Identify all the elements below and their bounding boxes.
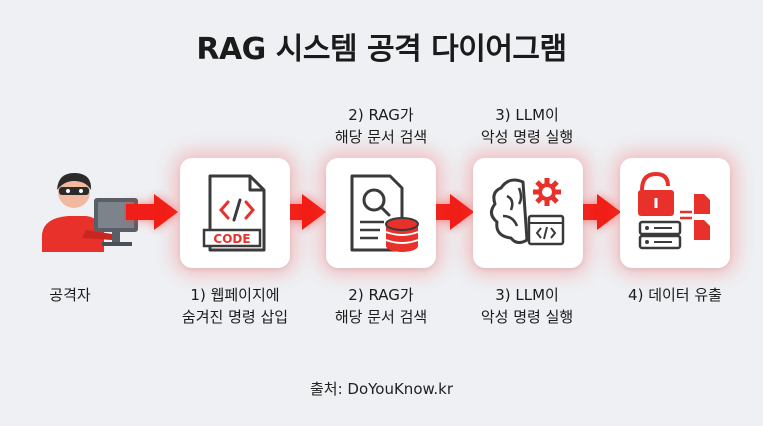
top-caption-llm-line2: 악성 명령 실행: [480, 128, 574, 146]
step-3: 3) LLM이 악성 명령 실행: [462, 284, 592, 328]
code-badge-text: CODE: [213, 232, 250, 246]
source-credit: 출처: DoYouKnow.kr: [309, 380, 454, 398]
code-file-icon: CODE: [202, 174, 266, 252]
brain-gear-icon: [490, 178, 565, 246]
card-webpage: CODE: [180, 158, 290, 268]
card-data-leak: [620, 158, 730, 268]
step-2-line1: 2) RAG가: [348, 286, 414, 304]
step-3-line2: 악성 명령 실행: [480, 308, 574, 326]
step-attacker-label: 공격자: [49, 286, 91, 304]
card-llm: [473, 158, 583, 268]
arrow-1: [126, 194, 178, 230]
step-4-line1: 4) 데이터 유출: [628, 286, 722, 304]
data-leak-icon: [638, 171, 710, 250]
step-2-line2: 해당 문서 검색: [334, 308, 428, 326]
top-caption-rag: 2) RAG가 해당 문서 검색: [316, 104, 446, 148]
arrow-4: [569, 194, 621, 230]
step-1-line1: 1) 웹페이지에: [190, 286, 280, 304]
step-1-line2: 숨겨진 명령 삽입: [181, 308, 289, 326]
diagram-title: RAG 시스템 공격 다이어그램: [196, 32, 567, 67]
top-caption-llm: 3) LLM이 악성 명령 실행: [462, 104, 592, 148]
step-attacker: 공격자: [20, 284, 120, 306]
step-2: 2) RAG가 해당 문서 검색: [316, 284, 446, 328]
step-1: 1) 웹페이지에 숨겨진 명령 삽입: [165, 284, 305, 328]
top-caption-rag-line2: 해당 문서 검색: [334, 128, 428, 146]
arrow-2: [274, 194, 326, 230]
step-4: 4) 데이터 유출: [610, 284, 740, 306]
document-search-icon: [350, 174, 419, 252]
arrow-3: [422, 194, 474, 230]
top-caption-rag-line1: 2) RAG가: [348, 106, 414, 124]
top-caption-llm-line1: 3) LLM이: [495, 106, 559, 124]
step-3-line1: 3) LLM이: [495, 286, 559, 304]
card-rag-search: [326, 158, 436, 268]
